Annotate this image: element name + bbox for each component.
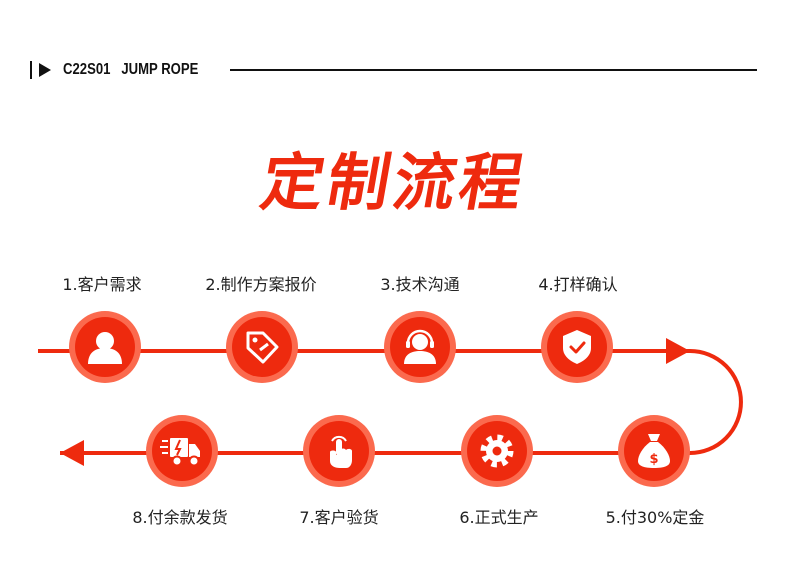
step-7-node (303, 415, 375, 487)
step-3-label: 3.技术沟通 (380, 275, 460, 294)
play-icon (39, 63, 51, 77)
step-1-node (69, 311, 141, 383)
step-5-label: 5.付30%定金 (605, 508, 705, 527)
step-6-label: 6.正式生产 (459, 508, 539, 527)
step-2-node (226, 311, 298, 383)
header-bar (30, 61, 32, 79)
step-8-node (146, 415, 218, 487)
gear-icon (480, 434, 514, 468)
header-rule (230, 69, 757, 71)
arrow-right-icon (666, 338, 690, 364)
step-7-label: 7.客户验货 (299, 508, 379, 527)
price-tag-icon (246, 331, 279, 364)
step-6-node (461, 415, 533, 487)
shield-check-icon (563, 330, 591, 364)
step-3-node (384, 311, 456, 383)
flow-connector (38, 349, 743, 455)
header: C22S01 JUMP ROPE (30, 58, 228, 82)
svg-text:$: $ (649, 452, 658, 467)
headset-agent-icon (404, 329, 436, 364)
delivery-truck-icon (160, 438, 200, 467)
money-bag-icon: $ (638, 434, 670, 468)
step-1-label: 1.客户需求 (62, 275, 142, 294)
step-2-label: 2.制作方案报价 (205, 275, 317, 294)
step-8-label: 8.付余款发货 (132, 508, 228, 527)
step-5-node: $ (618, 415, 690, 487)
arrow-left-icon (60, 440, 84, 466)
header-code: C22S01 JUMP ROPE (63, 61, 199, 78)
step-4-node (541, 311, 613, 383)
step-4-label: 4.打样确认 (538, 275, 618, 294)
person-icon (88, 332, 122, 364)
tap-hand-icon (330, 435, 352, 468)
